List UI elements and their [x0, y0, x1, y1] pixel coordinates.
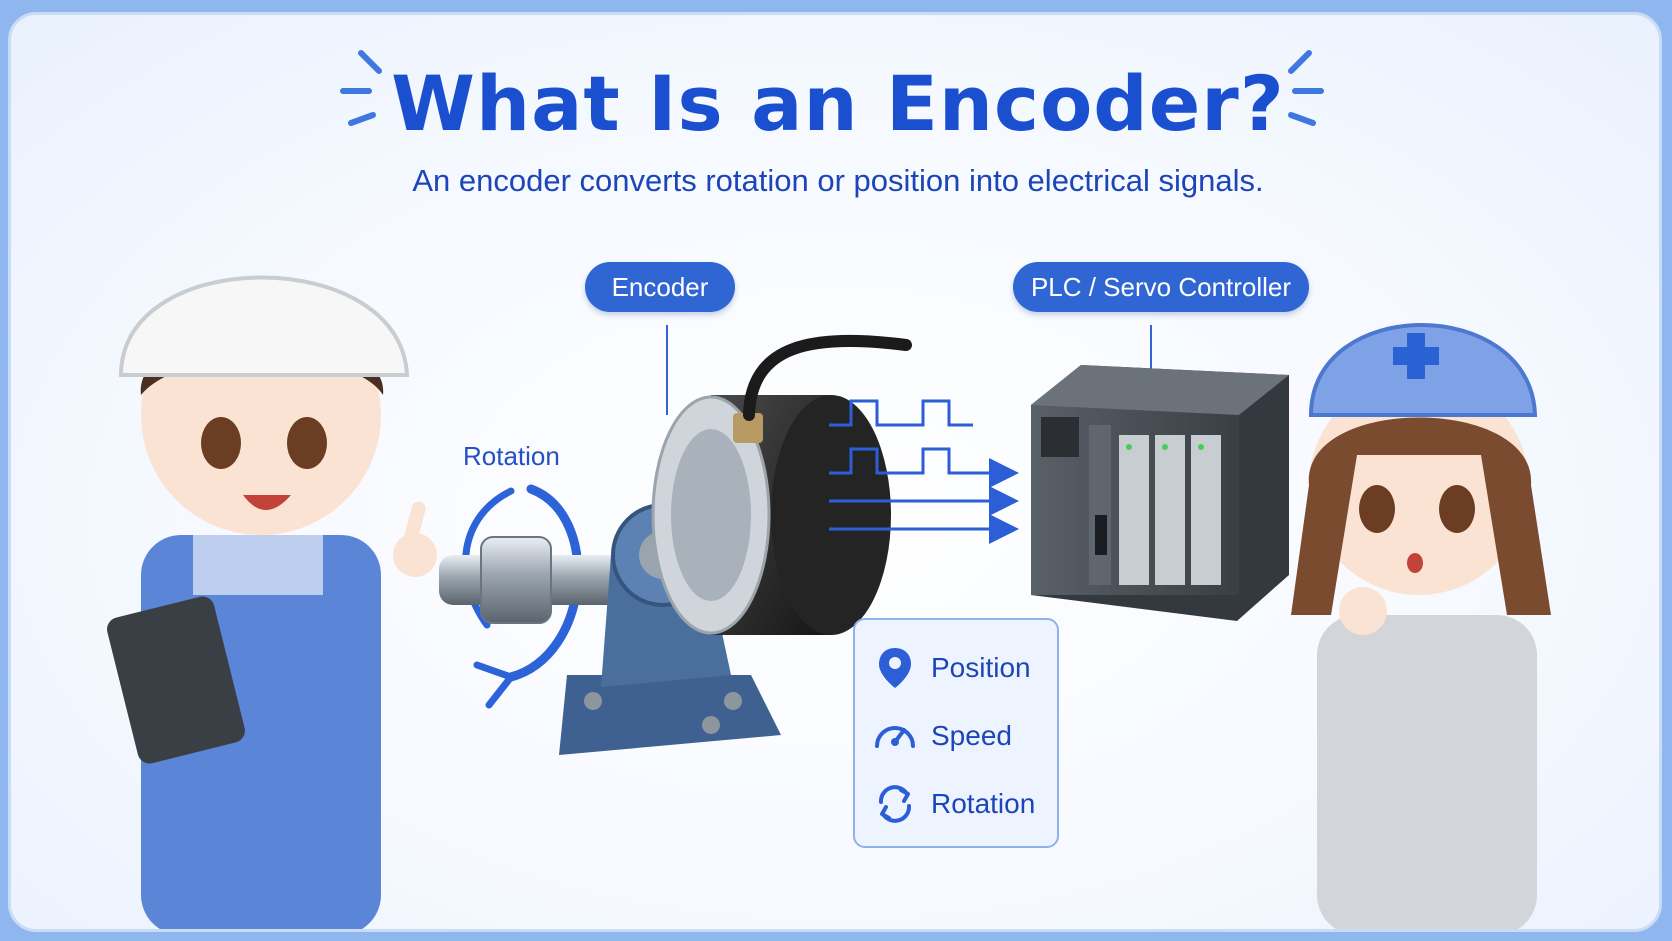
- rotation-icon: [879, 785, 911, 823]
- engineer-character-right: [1291, 323, 1551, 929]
- page-subtitle: An encoder converts rotation or position…: [412, 163, 1264, 198]
- info-item-speed-label: Speed: [931, 720, 1012, 751]
- shaft-coupling: [480, 536, 552, 624]
- measurement-info-box: Position Speed Rotation: [853, 618, 1059, 848]
- location-pin-icon: [879, 648, 911, 688]
- speedometer-icon: [875, 726, 915, 748]
- pulse-signal-lines: [829, 399, 1019, 544]
- encoder-housing: [651, 395, 891, 635]
- encoder-cable: [743, 335, 912, 421]
- encoder-label-pill: Encoder: [585, 262, 735, 312]
- info-item-rotation: Rotation: [871, 776, 1035, 832]
- rotation-arrow-label: Rotation: [463, 441, 560, 471]
- info-item-speed: Speed: [871, 708, 1012, 764]
- engineer-character-left: [107, 275, 437, 929]
- diagram-scene: [107, 50, 1551, 929]
- title-sparkle-left-icon: [340, 50, 382, 126]
- info-item-position-label: Position: [931, 652, 1031, 683]
- page-title: What Is an Encoder?: [391, 59, 1285, 148]
- plc-controller-unit: [1031, 365, 1289, 621]
- title-sparkle-right-icon: [1288, 50, 1324, 126]
- info-item-rotation-label: Rotation: [931, 788, 1036, 819]
- info-item-position: Position: [871, 640, 1031, 696]
- controller-label-pill: PLC / Servo Controller: [1013, 262, 1309, 312]
- diagram-frame: What Is an Encoder? An encoder converts …: [8, 12, 1662, 932]
